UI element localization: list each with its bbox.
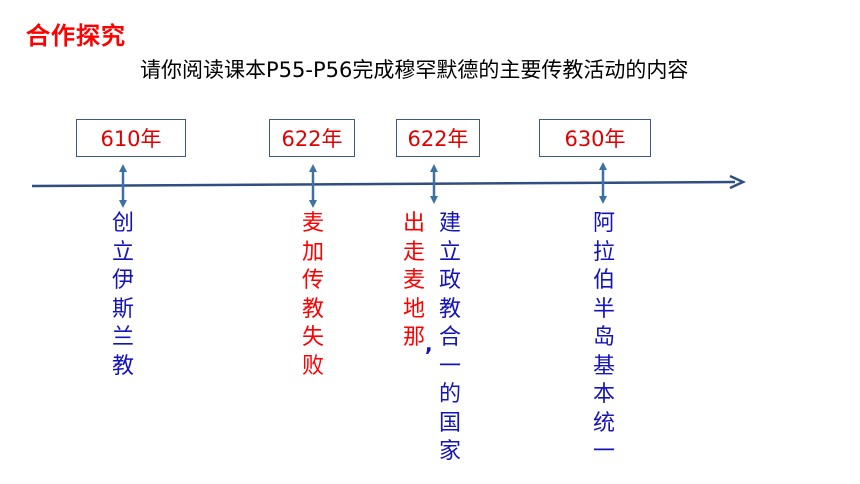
year-box-610: 610年 <box>76 119 186 157</box>
year-box-622-b: 622年 <box>396 119 480 157</box>
instruction-text: 请你阅读课本P55-P56完成穆罕默德的主要传教活动的内容 <box>140 58 689 82</box>
year-box-622-a: 622年 <box>269 119 355 157</box>
section-title: 合作探究 <box>26 22 126 50</box>
event-arabia-unified: 阿拉伯半岛基本统一 <box>592 211 615 464</box>
event-mecca-failure: 麦加传教失败 <box>301 211 324 379</box>
event-flee-medina: 出走麦地那 <box>402 211 425 350</box>
event-found-islam: 创立伊斯兰教 <box>111 211 134 379</box>
timeline-axis <box>31 174 746 190</box>
year-box-630: 630年 <box>539 119 651 157</box>
event-theocratic-state: 建立政教合一的国家 <box>438 211 461 464</box>
separator-comma: , <box>425 332 433 356</box>
